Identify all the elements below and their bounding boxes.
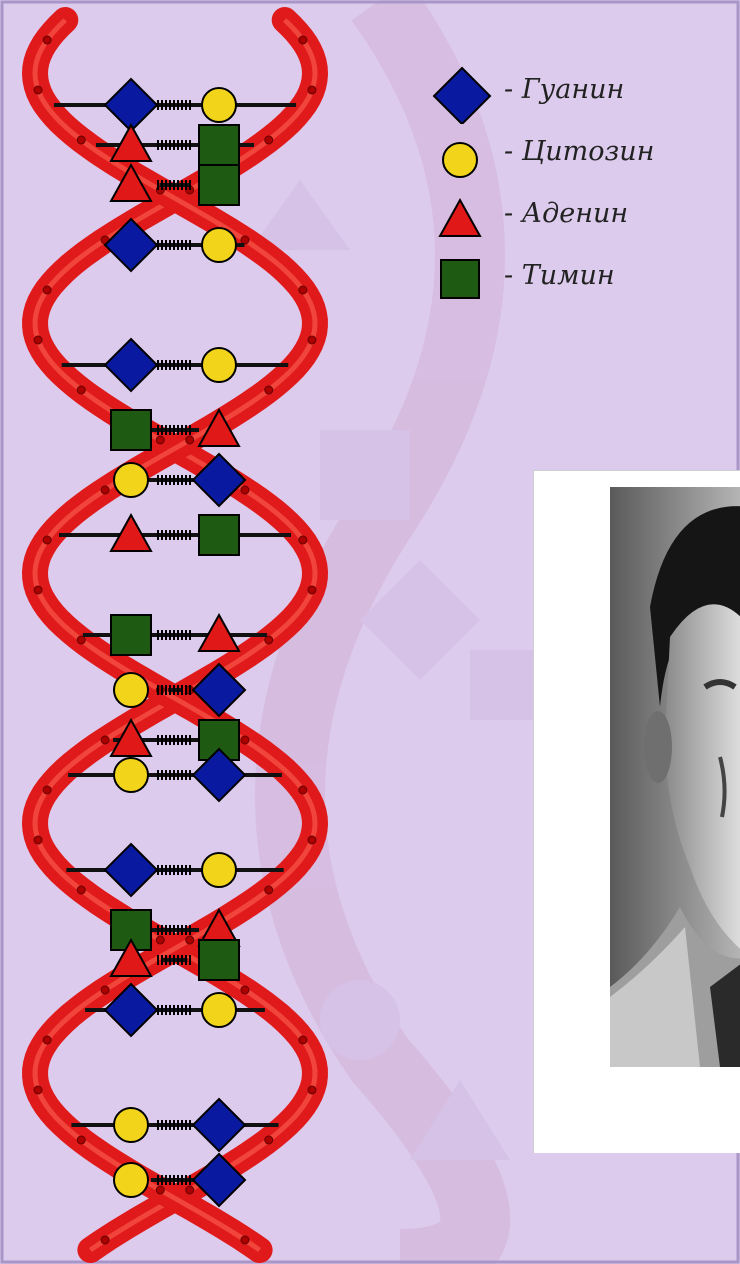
circle-icon — [202, 993, 236, 1027]
strand-dot — [265, 636, 273, 644]
strand-dot — [34, 1086, 42, 1094]
legend-label-cytosine: - Цитозин — [504, 136, 654, 167]
legend-item-adenine: - Аденин — [428, 186, 718, 248]
circle-icon — [114, 673, 148, 707]
strand-dot — [77, 386, 85, 394]
diamond-icon — [105, 339, 157, 391]
circle-icon — [202, 88, 236, 122]
scientist-photo — [610, 487, 740, 1067]
strand-dot — [299, 286, 307, 294]
strand-dot — [299, 1036, 307, 1044]
strand-dot — [43, 286, 51, 294]
diamond-icon — [105, 844, 157, 896]
circle-icon — [202, 228, 236, 262]
square-icon — [199, 515, 239, 555]
strand-dot — [241, 736, 249, 744]
strand-dot — [265, 136, 273, 144]
circle-icon — [114, 1163, 148, 1197]
circle-icon — [114, 463, 148, 497]
strand-dot — [265, 386, 273, 394]
legend-label-adenine: - Аденин — [504, 198, 628, 229]
square-icon — [199, 125, 239, 165]
strand-dot — [308, 1086, 316, 1094]
strand-dot — [308, 336, 316, 344]
legend-label-thymine: - Тимин — [504, 260, 615, 291]
strand-dot — [186, 1186, 194, 1194]
circle-icon — [114, 758, 148, 792]
strand-dot — [186, 436, 194, 444]
strand-dot — [299, 786, 307, 794]
strand-dot — [43, 786, 51, 794]
strand-dot — [34, 86, 42, 94]
strand-dot — [299, 36, 307, 44]
strand-dot — [43, 36, 51, 44]
square-icon — [428, 248, 498, 310]
circle-icon — [114, 1108, 148, 1142]
strand-dot — [101, 736, 109, 744]
strand-dot — [34, 586, 42, 594]
legend: - Гуанин - Цитозин - Аденин - Тимин — [428, 62, 718, 310]
strand-dot — [241, 1236, 249, 1244]
strand-dot — [43, 536, 51, 544]
portrait-image — [610, 487, 740, 1067]
triangle-icon — [428, 186, 498, 248]
diamond-icon — [193, 1099, 245, 1151]
strand-dot — [186, 936, 194, 944]
strand-dot — [101, 986, 109, 994]
legend-item-cytosine: - Цитозин — [428, 124, 718, 186]
legend-item-thymine: - Тимин — [428, 248, 718, 310]
legend-item-guanine: - Гуанин — [428, 62, 718, 124]
strand-dot — [265, 886, 273, 894]
square-icon — [111, 410, 151, 450]
strand-dot — [156, 1186, 164, 1194]
strand-dot — [265, 1136, 273, 1144]
strand-dot — [156, 936, 164, 944]
strand-dot — [241, 986, 249, 994]
strand-dot — [43, 1036, 51, 1044]
strand-dot — [241, 236, 249, 244]
strand-dot — [77, 636, 85, 644]
square-icon — [199, 940, 239, 980]
strand-dot — [77, 1136, 85, 1144]
strand-dot — [156, 436, 164, 444]
circle-icon — [202, 853, 236, 887]
strand-dot — [299, 536, 307, 544]
circle-icon — [202, 348, 236, 382]
strand-dot — [34, 836, 42, 844]
strand-dot — [101, 486, 109, 494]
diamond-icon — [428, 62, 498, 124]
circle-icon — [428, 124, 498, 186]
strand-dot — [77, 136, 85, 144]
strand-dot — [308, 836, 316, 844]
strand-dot — [77, 886, 85, 894]
strand-dot — [101, 1236, 109, 1244]
strand-dot — [34, 336, 42, 344]
strand-dot — [308, 86, 316, 94]
strand-dot — [241, 486, 249, 494]
legend-label-guanine: - Гуанин — [504, 74, 624, 105]
photo-frame — [533, 470, 740, 1153]
square-icon — [111, 615, 151, 655]
square-icon — [199, 165, 239, 205]
strand-dot — [308, 586, 316, 594]
